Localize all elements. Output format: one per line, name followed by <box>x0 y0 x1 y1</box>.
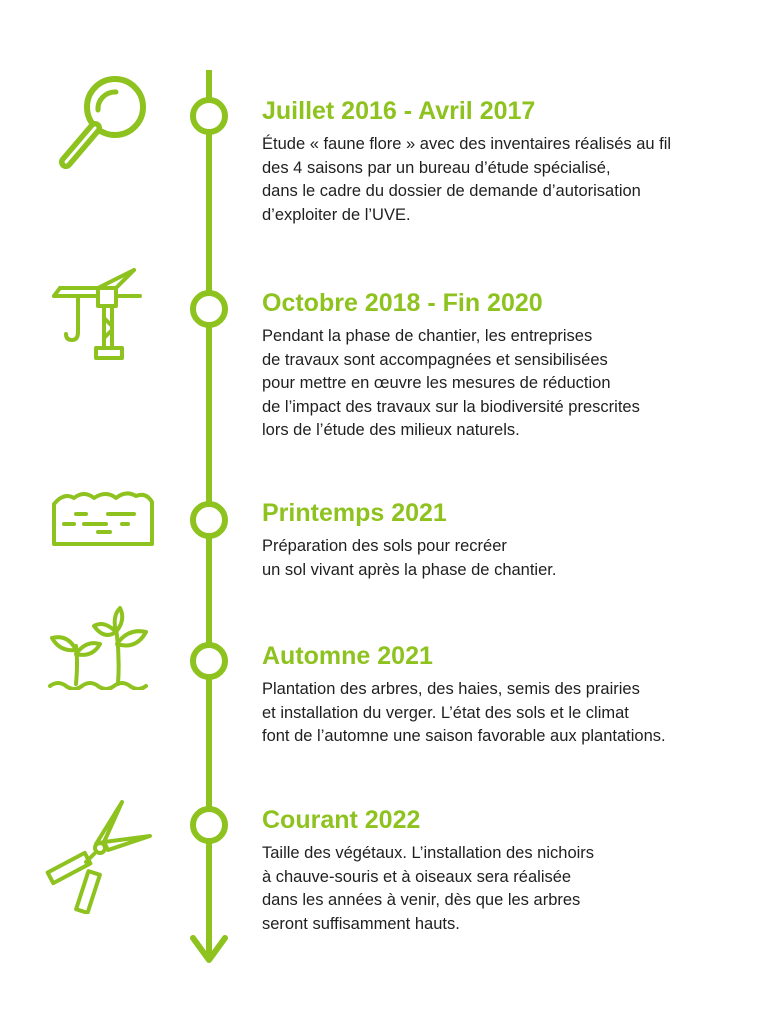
pruning-shears-icon <box>45 800 152 914</box>
entry-description: Plantation des arbres, des haies, semis … <box>262 680 666 746</box>
timeline-node <box>190 501 228 539</box>
entry-description: Étude « faune flore » avec des inventair… <box>262 135 672 224</box>
magnifier-icon <box>59 76 146 169</box>
entry-title: Printemps 2021 <box>262 499 447 527</box>
construction-crane-icon <box>52 268 142 360</box>
timeline-node <box>190 642 228 680</box>
entry-title: Automne 2021 <box>262 642 433 670</box>
entry-title: Octobre 2018 - Fin 2020 <box>262 289 543 317</box>
entry-title: Juillet 2016 - Avril 2017 <box>262 97 536 125</box>
timeline-node <box>190 806 228 844</box>
entry-title: Courant 2022 <box>262 806 421 834</box>
timeline-entry: Printemps 2021 Préparation des sols pour… <box>262 498 752 582</box>
timeline-entry: Automne 2021 Plantation des arbres, des … <box>262 641 752 749</box>
entry-description: Taille des végétaux. L’installation des … <box>262 844 595 933</box>
entry-description: Préparation des sols pour recréer un sol… <box>262 537 557 579</box>
soil-layers-icon <box>52 491 154 546</box>
entry-description: Pendant la phase de chantier, les entrep… <box>262 327 640 440</box>
seedlings-icon <box>48 606 148 690</box>
timeline-entry: Octobre 2018 - Fin 2020 Pendant la phase… <box>262 288 752 443</box>
timeline-node <box>190 290 228 328</box>
timeline-entry: Courant 2022 Taille des végétaux. L’inst… <box>262 805 752 936</box>
timeline-node <box>190 97 228 135</box>
arrow-down-icon <box>190 935 228 963</box>
timeline-entry: Juillet 2016 - Avril 2017 Étude « faune … <box>262 96 752 227</box>
